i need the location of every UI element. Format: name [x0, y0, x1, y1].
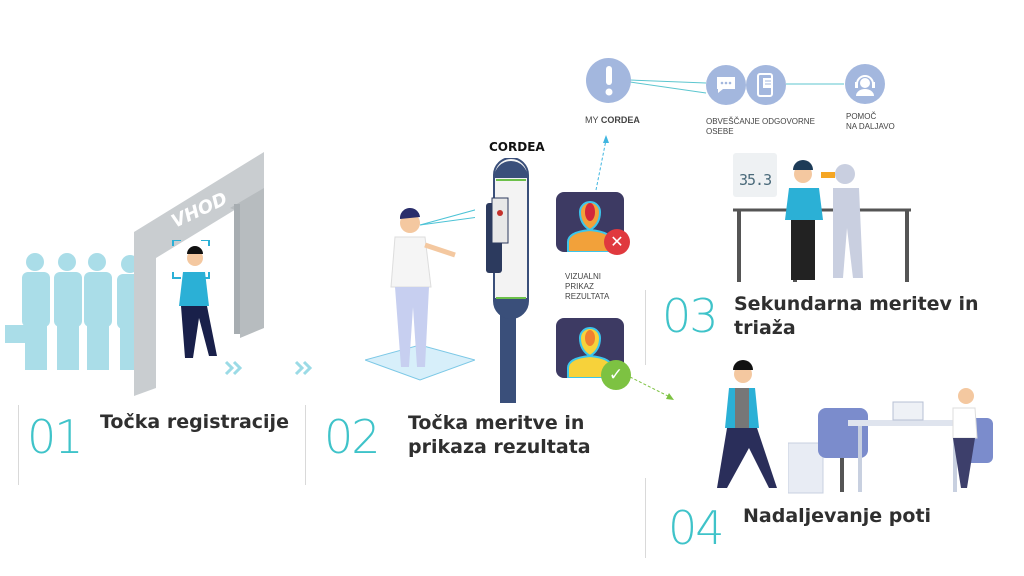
arrows-icon: [224, 360, 313, 376]
device-label: CORDEA: [489, 140, 545, 154]
dotted-arrow: [630, 376, 674, 400]
divider: [645, 290, 646, 365]
queue-people-illustration: [5, 253, 145, 370]
step-number-04: 04: [668, 501, 725, 555]
check-icon: ✓: [601, 360, 631, 390]
thermal-result-pass-card: [556, 318, 624, 378]
my-cordea-alert-icon: [586, 58, 631, 103]
step-title-01: Točka registracije: [100, 411, 289, 433]
cordea-device-illustration: [486, 158, 529, 403]
measured-person-illustration: [365, 207, 475, 381]
divider: [305, 405, 306, 485]
office-desk-illustration: [788, 388, 993, 494]
thermometer-display: 35.3: [733, 153, 777, 197]
divider: [18, 405, 19, 485]
step-number-02: 02: [324, 410, 381, 464]
my-cordea-label: MY CORDEA: [585, 115, 640, 125]
connection-lines: [595, 79, 844, 191]
chat-bubble-icon: [706, 65, 746, 105]
step-number-01: 01: [27, 410, 84, 464]
thermal-result-fail-card: [556, 192, 624, 252]
secondary-screening-illustration: [733, 160, 911, 282]
cross-icon: ✕: [604, 229, 630, 255]
divider: [645, 478, 646, 558]
headset-icon: [845, 64, 885, 104]
step-title-04: Nadaljevanje poti: [743, 505, 932, 527]
mobile-document-icon: [746, 65, 786, 105]
step-number-03: 03: [662, 289, 719, 343]
entrance-gate-illustration: VHOD: [134, 152, 264, 396]
walking-person-illustration: [172, 240, 217, 358]
leaving-person-illustration: [717, 360, 777, 488]
